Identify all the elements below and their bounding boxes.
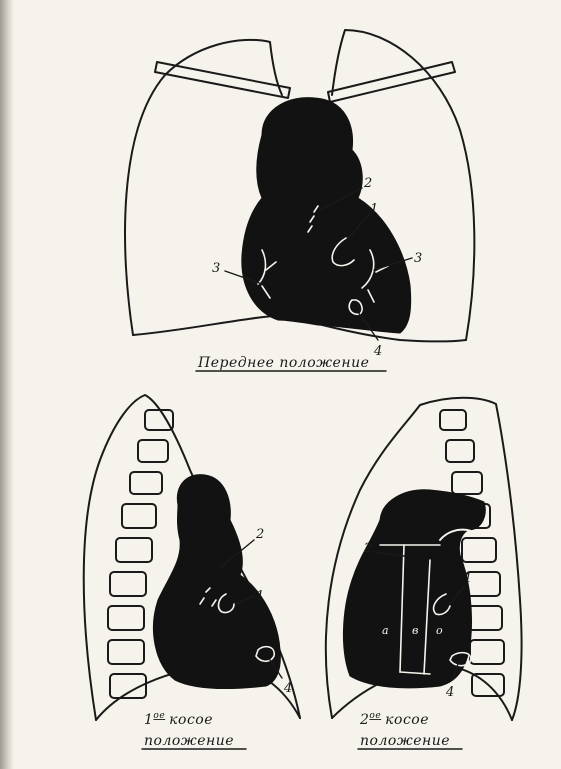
front-clavicle-left <box>155 62 290 98</box>
oblique1-caption-word: косое <box>169 712 213 728</box>
vertebra <box>440 410 466 430</box>
oblique1-caption-superscript: ое <box>153 711 165 721</box>
vertebra <box>108 640 144 664</box>
front-label-2: 2 <box>363 176 372 191</box>
vertebra <box>462 538 496 562</box>
vertebra <box>116 538 152 562</box>
front-label-4: 4 <box>373 344 382 359</box>
oblique2-caption-word: косое <box>385 712 429 728</box>
oblique2-label-a: а <box>382 624 389 637</box>
vertebra <box>452 472 482 494</box>
oblique2-label-4: 4 <box>445 685 454 700</box>
oblique1-label-1: 1 <box>256 589 264 604</box>
oblique1-label-2: 2 <box>255 527 264 542</box>
oblique2-caption-number: 2 <box>359 712 369 728</box>
oblique1-caption-number: 1 <box>144 712 153 728</box>
front-caption: Переднее положение <box>197 355 369 371</box>
oblique2-label-o: о <box>436 624 443 637</box>
oblique2-label-v: в <box>412 624 418 637</box>
oblique2-caption-superscript: ое <box>369 711 381 721</box>
vertebra <box>122 504 156 528</box>
vertebra <box>470 640 504 664</box>
vertebra <box>110 572 146 596</box>
front-label-3-left: 3 <box>212 261 220 276</box>
oblique1-label-4: 4 <box>283 681 292 696</box>
vertebra <box>446 440 474 462</box>
front-label-3-right: 3 <box>414 251 422 266</box>
oblique2-caption-line2: положение <box>360 733 450 749</box>
vertebra <box>468 606 502 630</box>
oblique2-label-1: 1 <box>464 571 472 586</box>
vertebra <box>145 410 173 430</box>
vertebra <box>138 440 168 462</box>
front-label-1: 1 <box>370 202 378 217</box>
oblique1-caption-line2: положение <box>144 733 234 749</box>
oblique2-label-2: 2 <box>363 541 372 556</box>
front-view: 2 1 3 3 4 Переднее положение <box>125 30 474 371</box>
oblique1-heart-shadow <box>153 475 280 689</box>
vertebra <box>108 606 144 630</box>
oblique2-heart-shadow <box>343 490 485 688</box>
front-heart-shadow <box>242 98 411 333</box>
vertebra <box>130 472 162 494</box>
